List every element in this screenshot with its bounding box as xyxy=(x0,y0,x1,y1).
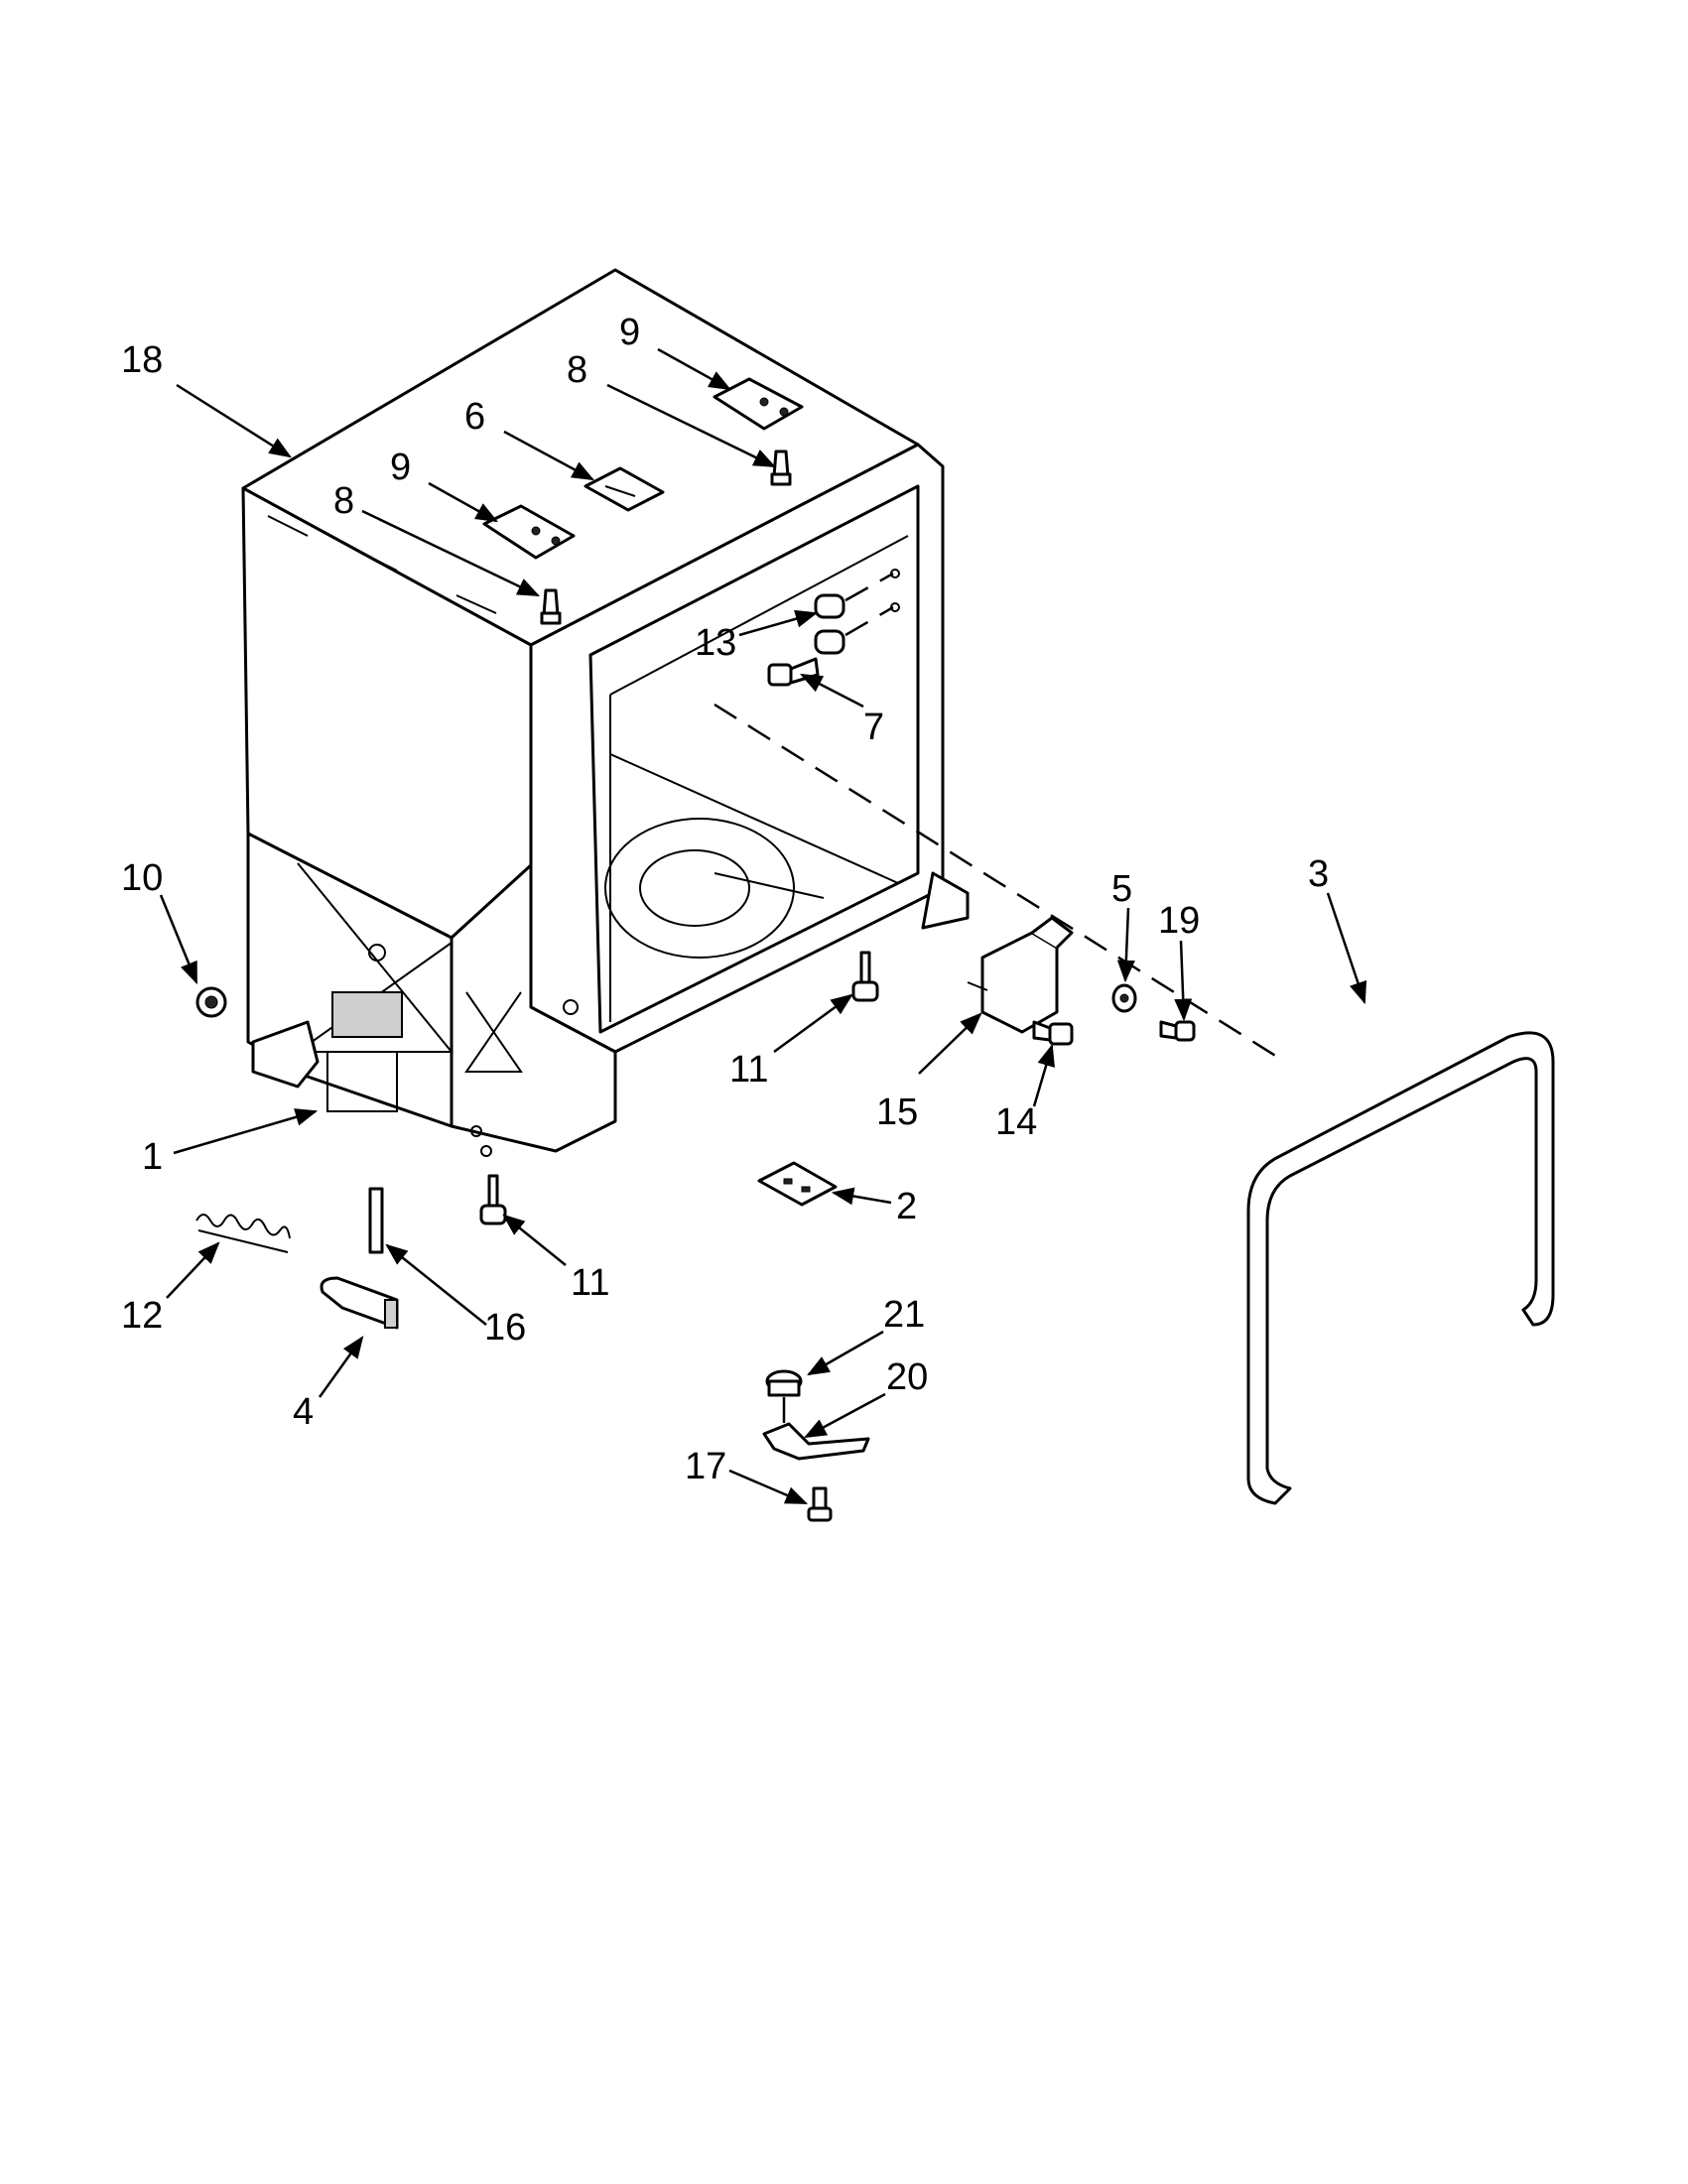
wire-clip xyxy=(757,1161,838,1207)
callout-20: 20 xyxy=(886,1356,928,1398)
callout-12: 12 xyxy=(121,1295,163,1337)
callout-9-left: 9 xyxy=(390,447,411,488)
spring xyxy=(195,1214,291,1253)
callout-labels: 18 9 8 6 9 8 13 7 10 5 19 3 11 15 14 1 2… xyxy=(121,312,1329,1487)
callout-18: 18 xyxy=(121,339,163,381)
door-strike xyxy=(814,569,900,655)
callout-13: 13 xyxy=(695,622,736,664)
callout-10: 10 xyxy=(121,857,163,899)
callout-17: 17 xyxy=(685,1446,726,1487)
callout-1: 1 xyxy=(142,1136,163,1178)
mounting-bracket xyxy=(967,916,1074,1034)
nut xyxy=(1111,983,1137,1013)
leveling-leg-lower xyxy=(479,1174,507,1225)
callout-15: 15 xyxy=(876,1092,918,1133)
callout-5: 5 xyxy=(1111,868,1132,910)
hinge-bracket-left xyxy=(482,504,576,560)
callout-14: 14 xyxy=(995,1101,1037,1143)
callout-8-top: 8 xyxy=(567,349,587,391)
callout-8-left: 8 xyxy=(333,480,354,522)
callout-9-top: 9 xyxy=(619,312,640,353)
insulation-strip xyxy=(368,1187,384,1254)
callout-11-upper: 11 xyxy=(729,1049,768,1091)
thermostat xyxy=(765,1369,803,1397)
small-screw xyxy=(1159,1020,1196,1042)
bracket-screw xyxy=(1032,1020,1074,1046)
callout-21: 21 xyxy=(883,1294,925,1336)
callout-3: 3 xyxy=(1308,853,1329,895)
callout-2: 2 xyxy=(896,1186,917,1227)
leveling-leg-upper xyxy=(851,951,879,1002)
tub-assembly xyxy=(241,268,970,1157)
callout-16: 16 xyxy=(484,1307,526,1349)
vent-plate xyxy=(584,466,665,512)
grommet xyxy=(195,986,227,1018)
thermostat-bracket xyxy=(762,1422,870,1461)
toe-panel-cover xyxy=(320,1276,399,1330)
callout-11-lower: 11 xyxy=(571,1262,609,1304)
screw-left xyxy=(540,588,562,625)
callout-19: 19 xyxy=(1158,900,1200,942)
leader-lines xyxy=(159,347,1367,1505)
door-gasket xyxy=(1246,1031,1555,1505)
callout-7: 7 xyxy=(863,707,884,748)
screw-right xyxy=(770,450,792,486)
bracket-mount-screw xyxy=(807,1486,833,1522)
callout-6: 6 xyxy=(464,396,485,438)
callout-4: 4 xyxy=(293,1391,314,1433)
hinge-bracket-right xyxy=(713,377,804,431)
